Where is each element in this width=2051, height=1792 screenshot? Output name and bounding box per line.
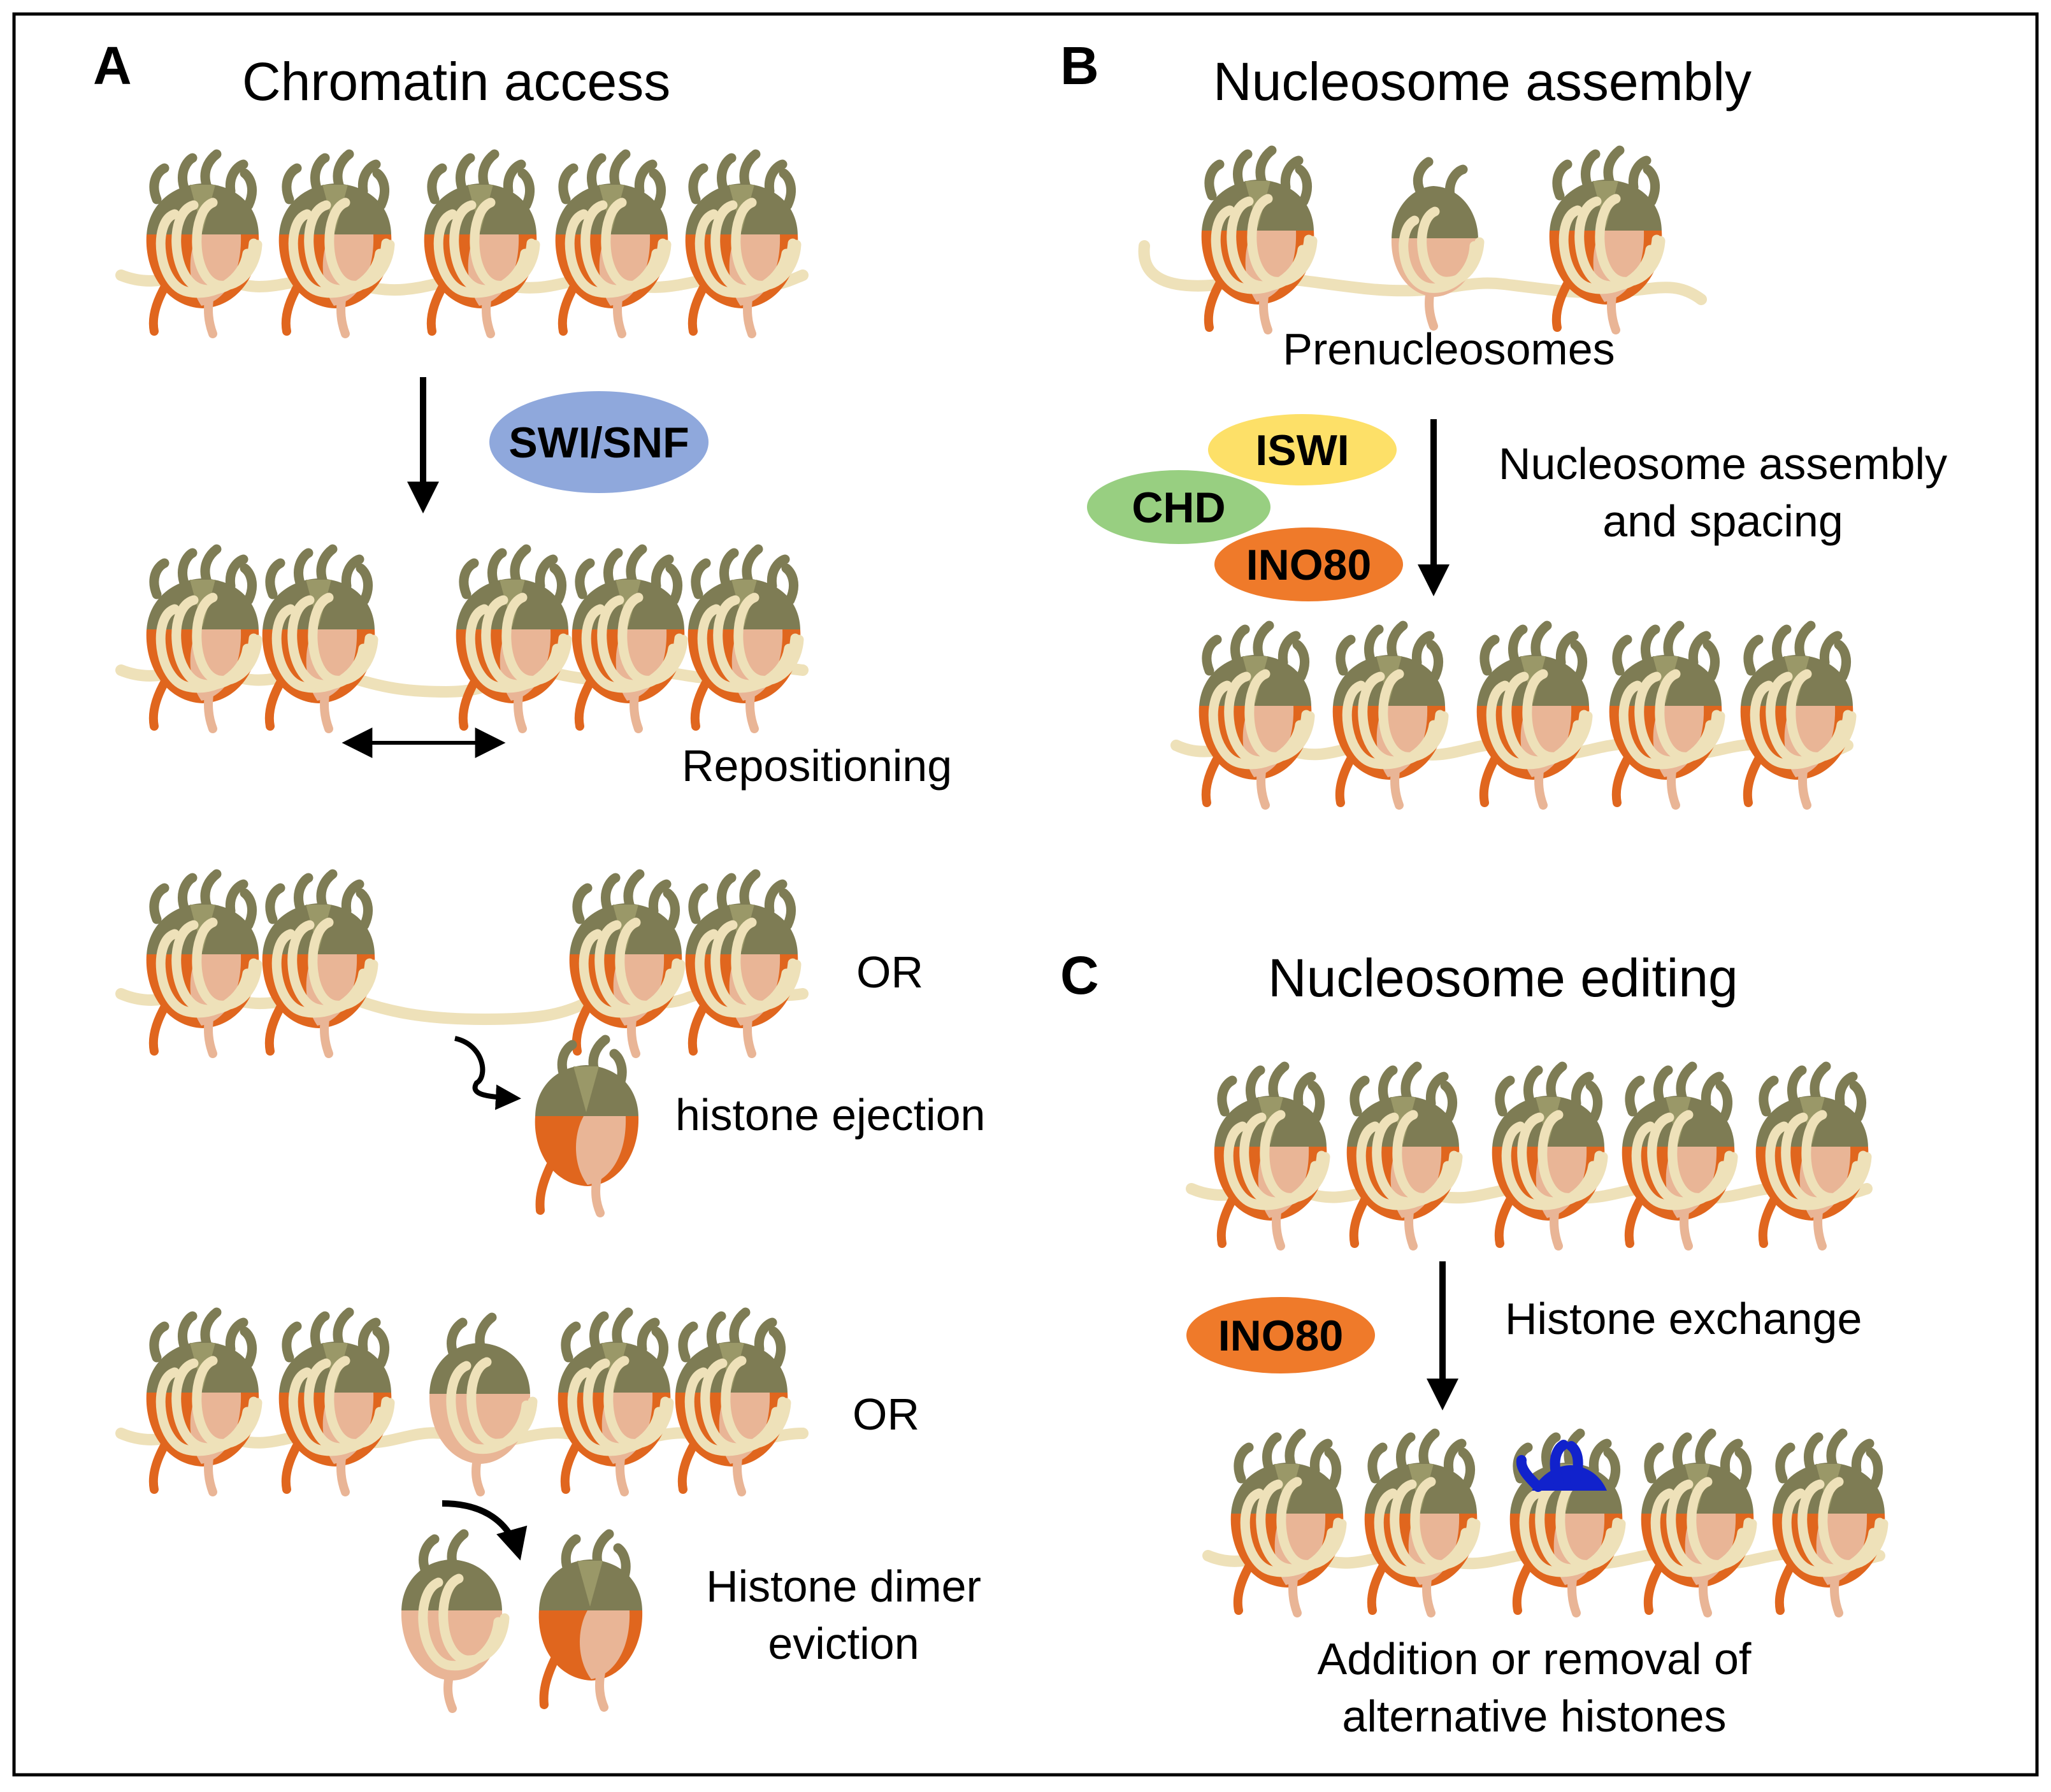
histone-ejection-label: histone ejection xyxy=(675,1090,985,1140)
variant-histone-nucleosome xyxy=(1510,1433,1623,1613)
or-label-1: OR xyxy=(856,947,923,997)
dimer-eviction-label-line2: eviction xyxy=(768,1619,919,1668)
panel-c-letter: C xyxy=(1060,945,1099,1005)
chromatin-fiber-a3 xyxy=(115,874,809,1054)
prenucleosome-fiber xyxy=(1138,150,1707,330)
iswi-label: ISWI xyxy=(1255,426,1349,475)
panel-c: C Nucleosome editing INO80 Histone excha… xyxy=(1060,945,1885,1741)
panel-c-title: Nucleosome editing xyxy=(1268,948,1738,1008)
assembly-spacing-label-line1: Nucleosome assembly xyxy=(1499,439,1947,489)
histone-exchange-label: Histone exchange xyxy=(1505,1294,1862,1344)
alt-histones-label-line2: alternative histones xyxy=(1342,1691,1726,1741)
ino80-badge-b: INO80 xyxy=(1214,527,1403,601)
evicted-dimer-right xyxy=(539,1534,642,1707)
chd-badge: CHD xyxy=(1087,470,1270,544)
swi-snf-label: SWI/SNF xyxy=(508,419,689,467)
prenucleosomes-label: Prenucleosomes xyxy=(1283,324,1615,374)
ino80-badge-c: INO80 xyxy=(1186,1297,1375,1373)
ejected-histone-octamer xyxy=(535,1040,638,1213)
panel-b-letter: B xyxy=(1060,36,1099,96)
chromatin-fiber-a2 xyxy=(115,549,809,729)
chromatin-fiber-c2 xyxy=(1202,1433,1885,1613)
figure-border xyxy=(12,12,2039,1777)
panel-b-title: Nucleosome assembly xyxy=(1213,52,1752,111)
ino80-label-c: INO80 xyxy=(1218,1312,1344,1360)
eviction-arrow xyxy=(442,1500,528,1561)
repositioning-label: Repositioning xyxy=(682,741,952,791)
assembly-spacing-label-line2: and spacing xyxy=(1602,496,1843,546)
or-label-2: OR xyxy=(853,1389,919,1439)
ejection-arrow xyxy=(454,1036,521,1110)
panel-b: B Nucleosome assembly Prenucleosomes ISW… xyxy=(1060,36,1947,805)
chd-label: CHD xyxy=(1132,484,1225,532)
ino80-label-b: INO80 xyxy=(1246,541,1372,589)
panel-a-title: Chromatin access xyxy=(242,52,670,111)
panel-a-letter: A xyxy=(93,36,132,96)
chromatin-fiber-a1 xyxy=(115,154,809,334)
chromatin-fiber-c1 xyxy=(1186,1066,1868,1246)
swi-snf-badge: SWI/SNF xyxy=(489,391,709,493)
iswi-badge: ISWI xyxy=(1208,414,1397,485)
chromatin-fiber-a4 xyxy=(115,1312,809,1492)
alt-histones-label-line1: Addition or removal of xyxy=(1318,1634,1752,1684)
evicted-dimer-left xyxy=(401,1534,505,1709)
dimer-eviction-label-line1: Histone dimer xyxy=(706,1561,981,1611)
assembled-fiber-b xyxy=(1170,626,1853,805)
panel-a: A Chromatin access SWI/SNF Repositioning xyxy=(93,36,985,1709)
